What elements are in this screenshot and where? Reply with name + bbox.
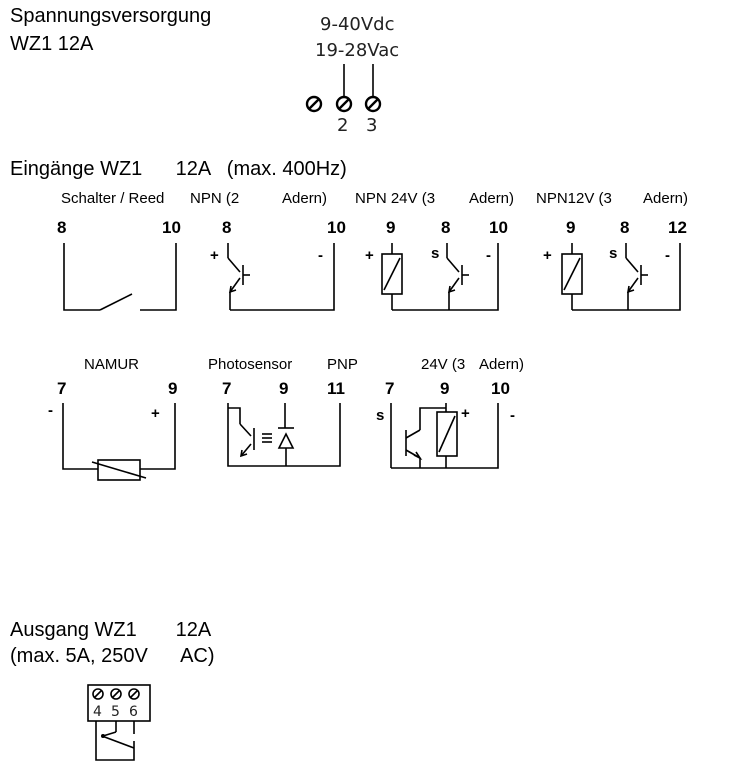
v24-s: s: [376, 407, 384, 424]
npn12-terminal-12: 12: [668, 218, 687, 237]
npn24-terminal-8: 8: [441, 218, 450, 237]
output-terminal-5: 5: [111, 704, 120, 720]
transistor-icon: [405, 407, 446, 468]
namur-plus: +: [151, 405, 160, 422]
npn-transistor-icon: [446, 243, 469, 310]
screw-terminal-icon: [305, 95, 323, 113]
screw-terminal-icon: [110, 688, 122, 700]
npn2-terminal-10: 10: [327, 218, 346, 237]
npn-transistor-icon: [227, 243, 250, 310]
npn-12v-3-wire-circuit: NPN12V (3 Adern) 9 8 12 + s -: [536, 190, 688, 311]
npn24-s: s: [431, 245, 439, 262]
v24-minus: -: [510, 407, 515, 424]
supply-voltage-ac: 19-28Vac: [315, 40, 399, 61]
output-section: Ausgang WZ1 12A (max. 5A, 250V AC) 4 5 6: [10, 619, 215, 761]
npn2-minus: -: [318, 247, 323, 264]
npn-transistor-icon: [625, 243, 648, 310]
screw-terminal-icon: [128, 688, 140, 700]
npn24-terminal-9: 9: [386, 218, 395, 237]
npn12-terminal-9: 9: [566, 218, 575, 237]
namur-terminal-7: 7: [57, 379, 66, 398]
output-terminal-6: 6: [129, 704, 138, 720]
relay-contact-icon: [95, 721, 135, 761]
npn24-minus: -: [486, 247, 491, 264]
npn2-plus: +: [210, 247, 219, 264]
supply-terminal-2: 2: [337, 115, 348, 136]
switch-contact-icon: [99, 293, 133, 311]
screw-terminal-icon: [364, 95, 382, 113]
switch-reed-circuit: Schalter / Reed 8 10: [57, 190, 181, 311]
npn2-terminal-8: 8: [222, 218, 231, 237]
light-arrows-icon: [262, 433, 272, 443]
supply-subtitle: WZ1 12A: [10, 33, 94, 55]
screw-terminal-icon: [92, 688, 104, 700]
24v-3-wire-circuit: 24V (3 Adern) 7 9 10 s + -: [376, 356, 524, 469]
switch-terminal-10: 10: [162, 218, 181, 237]
photo-terminal-7: 7: [222, 379, 231, 398]
npn12-label-b: Adern): [643, 190, 688, 207]
npn12-s: s: [609, 245, 617, 262]
npn24-label-a: NPN 24V (3: [355, 190, 435, 207]
v24-plus: +: [461, 405, 470, 422]
switch-label: Schalter / Reed: [61, 190, 164, 207]
npn-24v-3-wire-circuit: NPN 24V (3 Adern) 9 8 10 + s -: [355, 190, 514, 311]
pnp-label: PNP: [327, 356, 358, 373]
namur-label: NAMUR: [84, 356, 139, 373]
supply-terminal-3: 3: [366, 115, 377, 136]
v24-label-a: 24V (3: [421, 356, 465, 373]
namur-terminal-9: 9: [168, 379, 177, 398]
namur-minus: -: [48, 402, 53, 419]
v24-terminal-7: 7: [385, 379, 394, 398]
npn12-plus: +: [543, 247, 552, 264]
switch-terminal-8: 8: [57, 218, 66, 237]
inputs-title: Eingänge WZ1 12A (max. 400Hz): [10, 158, 347, 180]
npn2-label-b: Adern): [282, 190, 327, 207]
pnp-terminal-11: 11: [327, 379, 345, 398]
supply-section: Spannungsversorgung WZ1 12A 9-40Vdc 19-2…: [10, 5, 399, 136]
photosensor-circuit: Photosensor PNP 7 9 11: [208, 356, 358, 467]
photo-terminal-9: 9: [279, 379, 288, 398]
phototransistor-icon: [228, 407, 255, 458]
output-subtitle: (max. 5A, 250V AC): [10, 645, 215, 667]
v24-terminal-10: 10: [491, 379, 510, 398]
supply-title: Spannungsversorgung: [10, 5, 211, 27]
v24-terminal-9: 9: [440, 379, 449, 398]
npn24-label-b: Adern): [469, 190, 514, 207]
namur-circuit: NAMUR 7 9 - +: [48, 356, 177, 481]
npn12-label-a: NPN12V (3: [536, 190, 612, 207]
npn2-label-a: NPN (2: [190, 190, 239, 207]
led-diode-icon: [277, 427, 295, 466]
v24-label-b: Adern): [479, 356, 524, 373]
screw-terminal-icon: [335, 95, 353, 113]
npn-2-wire-circuit: NPN (2 Adern) 8 10 + -: [190, 190, 346, 311]
npn24-plus: +: [365, 247, 374, 264]
output-terminal-4: 4: [93, 704, 102, 720]
output-title: Ausgang WZ1 12A: [10, 619, 212, 641]
npn24-terminal-10: 10: [489, 218, 508, 237]
npn12-terminal-8: 8: [620, 218, 629, 237]
photo-label: Photosensor: [208, 356, 292, 373]
supply-voltage-dc: 9-40Vdc: [320, 14, 395, 35]
npn12-minus: -: [665, 247, 670, 264]
